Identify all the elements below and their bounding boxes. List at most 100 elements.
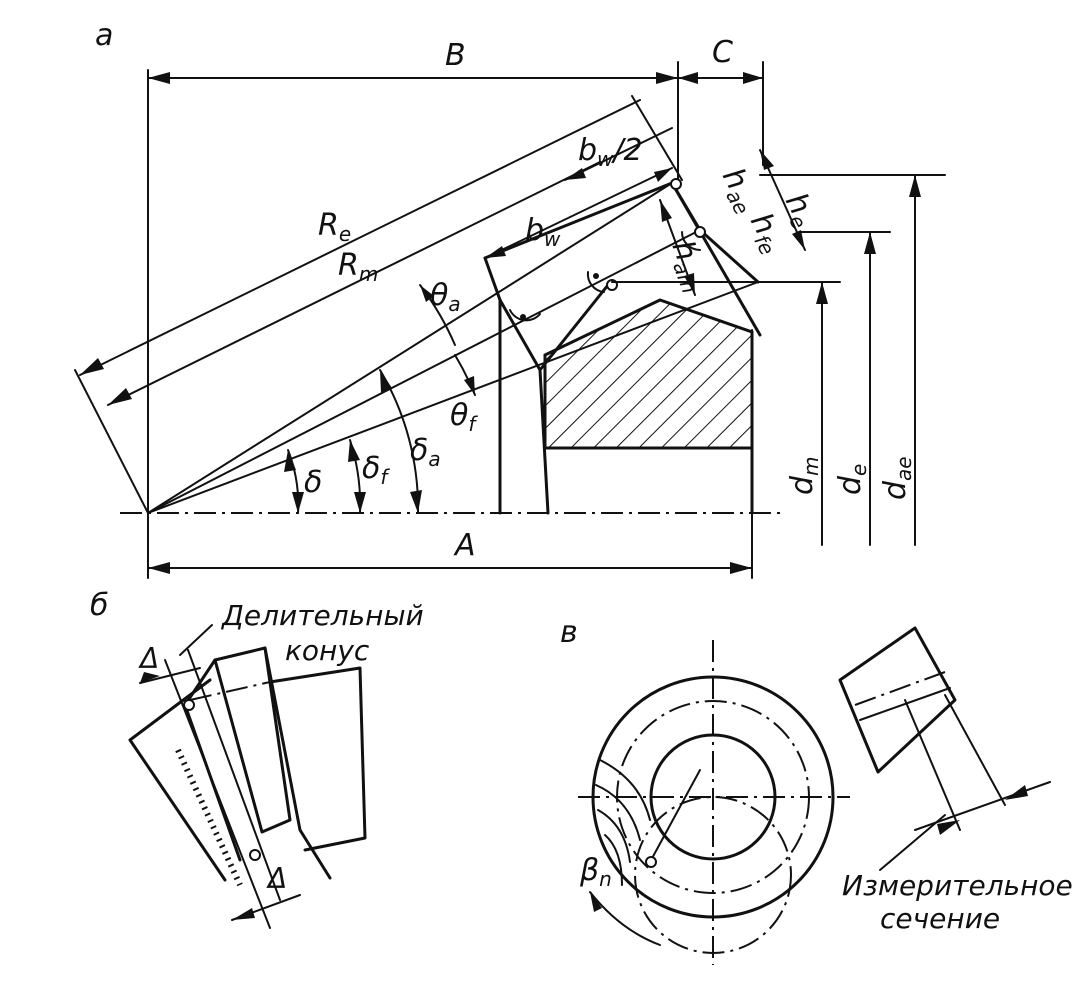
tooth-point bbox=[249, 849, 261, 861]
delta-dimension-top bbox=[139, 667, 201, 684]
arrowhead bbox=[565, 168, 586, 180]
radius-line bbox=[649, 769, 701, 863]
arrowhead bbox=[656, 72, 678, 84]
panel-b-letter: б bbox=[90, 588, 109, 623]
tip-cone-line bbox=[147, 182, 673, 514]
arrowhead bbox=[730, 562, 752, 574]
dimension-a-label: A bbox=[453, 528, 476, 563]
right-angle-dot bbox=[520, 314, 526, 320]
arrowhead bbox=[292, 492, 304, 513]
rm-dimension-line bbox=[107, 161, 601, 406]
arrowhead bbox=[80, 358, 104, 375]
delta-label: δ bbox=[304, 465, 322, 500]
pitch-point bbox=[694, 226, 706, 238]
rm-label: Rm bbox=[338, 248, 378, 286]
right-angle-marker bbox=[509, 309, 541, 322]
panel-v-letter: в bbox=[560, 615, 578, 650]
measuring-section-tooth bbox=[838, 626, 957, 774]
tooth-outline bbox=[213, 646, 292, 834]
pitch-cone-caption-line1: Делительный bbox=[220, 599, 424, 632]
dimension-b-label: B bbox=[445, 38, 466, 73]
measuring-section-caption-line1: Измерительное bbox=[842, 869, 1073, 902]
pitch-cone-line bbox=[189, 681, 271, 701]
caption-leader bbox=[179, 624, 213, 656]
pitch-cone-line bbox=[147, 229, 701, 514]
arrowhead bbox=[864, 232, 876, 254]
de-label: de bbox=[833, 464, 871, 495]
theta-a-label: θa bbox=[430, 278, 461, 316]
arrowhead bbox=[410, 490, 422, 513]
outer-ring bbox=[591, 675, 835, 919]
arrowhead bbox=[660, 200, 672, 222]
arrowhead bbox=[760, 150, 774, 170]
arrowhead bbox=[148, 72, 170, 84]
hae-label: hae bbox=[712, 162, 766, 218]
panel-v: в βn Измерительное сечение bbox=[560, 615, 1073, 965]
beta-label: βn bbox=[579, 853, 612, 891]
right-angle-marker bbox=[681, 231, 701, 251]
arrowhead bbox=[909, 175, 921, 197]
caption-leader bbox=[879, 814, 946, 871]
panel-a-letter: а bbox=[95, 18, 113, 53]
arrowhead bbox=[232, 908, 255, 920]
delta-a-label: δa bbox=[410, 433, 441, 471]
panel-b: б Делительный конус Δ Δ bbox=[90, 588, 424, 929]
arrowhead bbox=[590, 892, 602, 912]
beta-arc bbox=[589, 891, 661, 946]
offset-line-right bbox=[187, 649, 281, 901]
bw-half-label: bw/2 bbox=[578, 133, 643, 171]
arrowhead bbox=[937, 820, 960, 835]
section-line bbox=[859, 687, 951, 721]
delta-bottom-label: Δ bbox=[266, 862, 287, 895]
dimension-c-label: C bbox=[712, 35, 733, 70]
arrowhead bbox=[354, 492, 366, 513]
arrowhead bbox=[684, 273, 695, 295]
re-dimension-line bbox=[79, 99, 641, 376]
arrowhead bbox=[678, 72, 698, 84]
bw-dimension-line bbox=[484, 167, 673, 259]
arrowhead bbox=[284, 450, 296, 472]
theta-f-label: θf bbox=[450, 398, 478, 436]
re-extension-line bbox=[74, 369, 149, 514]
arrowhead bbox=[348, 440, 360, 462]
section-pitch-line bbox=[854, 671, 946, 706]
re-extension-line-2 bbox=[631, 95, 683, 181]
arrowhead bbox=[148, 562, 170, 574]
arrowhead bbox=[743, 72, 763, 84]
tooth-curve bbox=[604, 834, 623, 886]
hatched-section bbox=[543, 298, 754, 450]
tooth-right-flank bbox=[263, 646, 332, 880]
right-angle-marker bbox=[586, 271, 605, 293]
arrowhead bbox=[140, 672, 160, 683]
tooth-curve bbox=[597, 809, 631, 863]
arrowhead bbox=[420, 285, 434, 302]
tip-point bbox=[670, 178, 682, 190]
tooth-outer-edge bbox=[670, 181, 762, 337]
cutter-circle bbox=[634, 796, 792, 954]
tooth-curve bbox=[595, 784, 641, 841]
delta-top-label: Δ bbox=[138, 642, 159, 675]
tooth-curve bbox=[599, 759, 651, 821]
panel-a: а B C A Re Rm bbox=[74, 18, 946, 579]
he-label: he bbox=[775, 187, 823, 233]
measuring-section-caption-line2: сечение bbox=[880, 902, 1000, 935]
arrowhead bbox=[380, 370, 392, 393]
pitch-cone-caption-line2: конус bbox=[285, 634, 370, 667]
arrowhead bbox=[816, 282, 828, 304]
arrowhead bbox=[464, 376, 475, 395]
section-extension-right bbox=[944, 694, 1006, 806]
arrowhead bbox=[108, 388, 132, 405]
right-angle-dot bbox=[593, 273, 599, 279]
re-label: Re bbox=[318, 208, 351, 246]
tooth-point bbox=[183, 699, 195, 711]
offset-line-left bbox=[164, 659, 271, 929]
bw-label: bw bbox=[525, 213, 561, 251]
dm-label: dm bbox=[785, 456, 823, 495]
arrowhead bbox=[654, 168, 672, 182]
section-extension-left bbox=[904, 699, 961, 831]
pitch-ring bbox=[616, 700, 810, 894]
arrowhead bbox=[792, 230, 805, 250]
measure-point bbox=[645, 856, 657, 868]
inner-ring bbox=[649, 733, 777, 861]
